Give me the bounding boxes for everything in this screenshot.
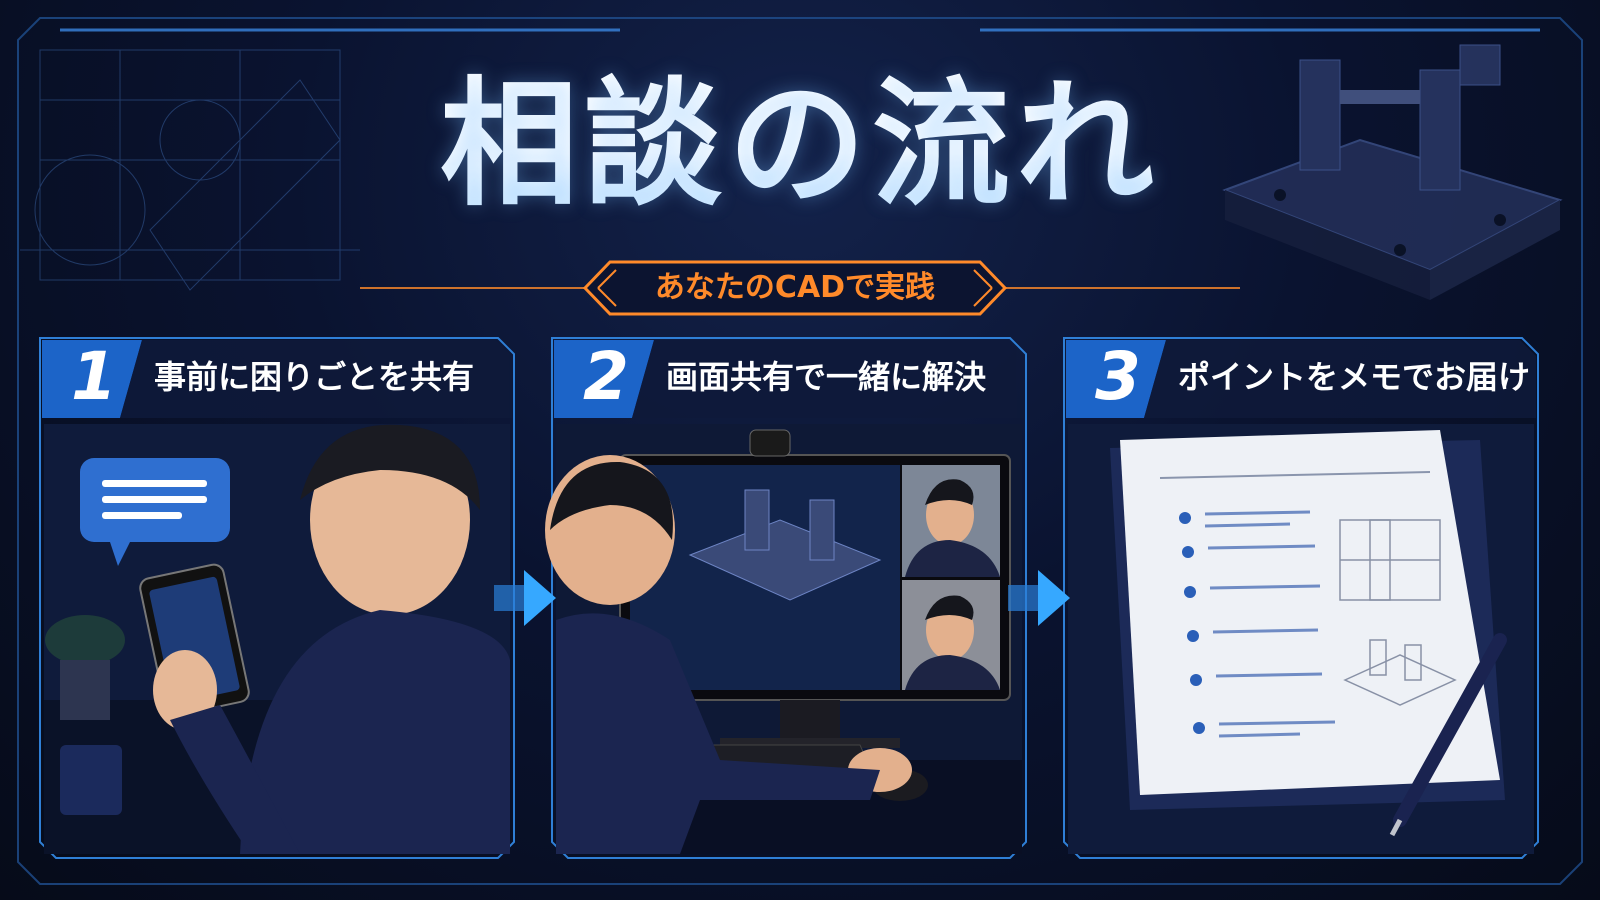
- step-label: ポイントをメモでお届け: [1178, 358, 1531, 396]
- step-label: 画面共有で一緒に解決: [666, 358, 987, 396]
- page-title: 相談の流れ: [330, 60, 1270, 230]
- panel-3-scene: [1068, 424, 1534, 854]
- page-subtitle: あなたのCADで実践: [654, 270, 936, 305]
- memo-paper: [1120, 430, 1500, 795]
- panel-2-scene: [545, 424, 1022, 854]
- flow-arrow-2: [1008, 570, 1070, 626]
- subtitle-banner: [582, 260, 1008, 316]
- step-header: 3 ポイントをメモでお届け: [1066, 336, 1546, 418]
- step-number: 1: [71, 338, 117, 415]
- pen-icon: [1393, 633, 1507, 827]
- step-header: 1 事前に困りごとを共有: [42, 336, 522, 418]
- flow-arrow-1: [494, 570, 556, 626]
- step-label: 事前に困りごとを共有: [154, 358, 475, 396]
- step-number: 3: [1095, 338, 1141, 415]
- blueprint-sketch: [20, 49, 360, 291]
- step-panel-3: 3 ポイントをメモでお届け: [1066, 336, 1546, 844]
- step-panel-2: 2 画面共有で一緒に解決: [554, 336, 1034, 844]
- step-header: 2 画面共有で一緒に解決: [554, 336, 1034, 418]
- chat-bubble-icon: [80, 458, 230, 566]
- panel-1-scene: [44, 424, 510, 854]
- step-panel-1: 1 事前に困りごとを共有: [42, 336, 522, 844]
- step-number: 2: [583, 338, 629, 415]
- fixture-3d-illustration: [1222, 44, 1563, 300]
